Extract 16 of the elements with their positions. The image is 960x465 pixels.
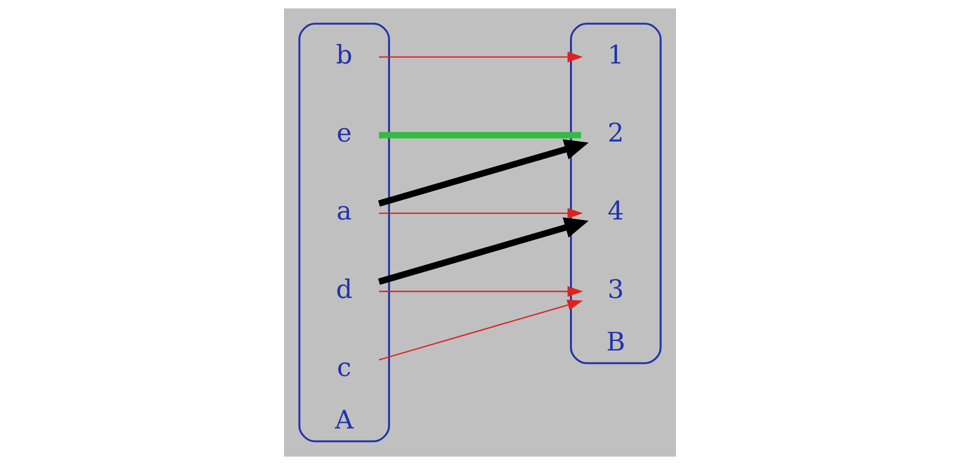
arrow: [378, 300, 583, 360]
node-text: 4: [608, 196, 624, 227]
node-text: d: [336, 274, 352, 305]
node-text: a: [336, 196, 352, 227]
node-text: c: [337, 352, 352, 383]
arrow: [378, 217, 589, 285]
connector: [379, 132, 581, 138]
node-text: b: [336, 40, 352, 70]
arrow: [379, 208, 583, 219]
node-text: 1: [608, 40, 624, 70]
node-text: 2: [608, 118, 624, 149]
node-text: e: [336, 118, 352, 149]
arrow: [379, 286, 583, 297]
node-text: 3: [608, 274, 624, 305]
arrow: [378, 139, 589, 207]
arrow: [379, 52, 583, 62]
